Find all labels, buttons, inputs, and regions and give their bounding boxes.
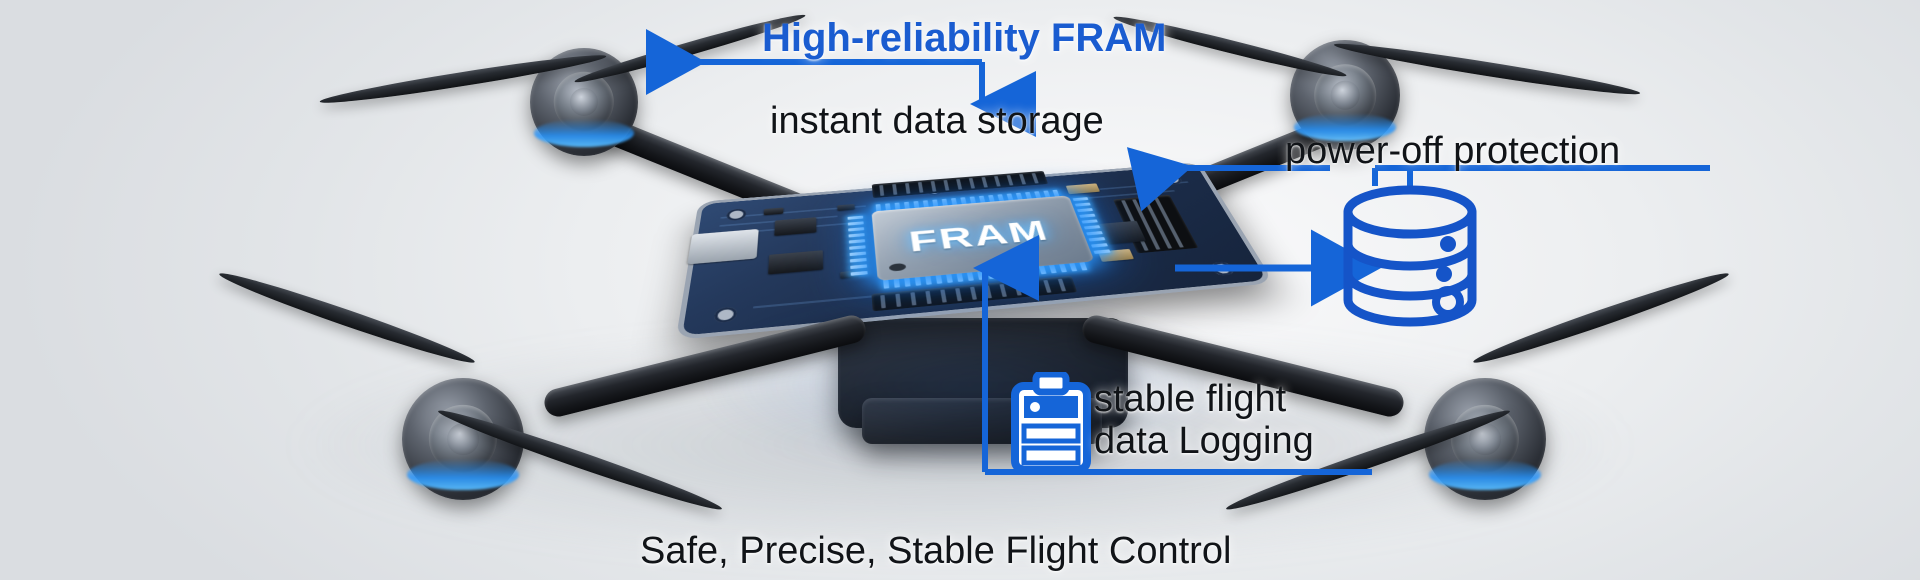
stable-flight-label-line1: stable flight <box>1094 378 1287 420</box>
pcb-resistor <box>837 203 855 211</box>
chip-notch <box>888 262 907 272</box>
database-cylinder-icon <box>1343 185 1477 327</box>
pcb-capacitor <box>1065 183 1101 195</box>
pcb-mount-pad <box>1208 261 1237 277</box>
pcb-ic <box>768 250 824 275</box>
power-off-protection-label: power-off protection <box>1285 130 1621 172</box>
drone-motor-front-left <box>402 378 524 500</box>
motor-led <box>406 458 520 491</box>
pcb-sd-slot <box>687 228 759 265</box>
motor-led <box>1294 112 1396 142</box>
stable-flight-label-line2: data Logging <box>1094 420 1314 462</box>
pcb-resistor <box>763 207 784 216</box>
fram-pins-left <box>847 215 868 276</box>
motor-hub <box>569 87 599 117</box>
instant-storage-label: instant data storage <box>770 100 1104 142</box>
drone-motor-rear-right <box>1290 40 1400 150</box>
motor-led <box>1428 458 1542 491</box>
title-label: High-reliability FRAM <box>762 16 1167 60</box>
pcb-ic <box>774 217 817 236</box>
pcb-glow <box>690 300 1250 470</box>
log-clipboard-icon <box>1011 372 1091 474</box>
caption-label: Safe, Precise, Stable Flight Control <box>640 530 1232 572</box>
motor-led <box>534 119 634 148</box>
motor-hub <box>1330 80 1360 110</box>
pcb-capacitor <box>1097 248 1135 262</box>
fram-chip-label: FRAM <box>906 214 1054 258</box>
